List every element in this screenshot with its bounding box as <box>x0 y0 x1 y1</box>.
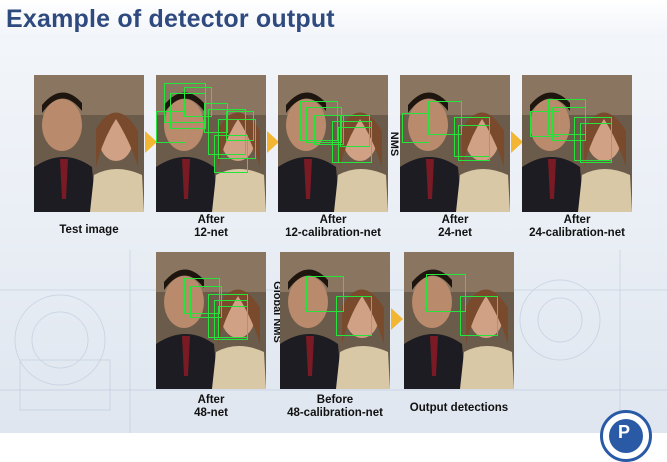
detection-box <box>336 296 372 336</box>
slide-title: Example of detector output <box>6 5 335 33</box>
arrow-right-icon <box>511 131 523 153</box>
detection-box <box>580 123 612 163</box>
detection-box <box>204 103 228 133</box>
detection-box <box>552 107 586 141</box>
photo-after-48-net <box>156 252 266 389</box>
arrow-right-icon <box>267 131 279 153</box>
caption-after-48-net: After 48-net <box>194 394 228 419</box>
title-band <box>0 0 667 38</box>
arrow-right-icon <box>391 308 403 330</box>
detection-box <box>458 125 490 161</box>
detection-box <box>314 115 344 145</box>
detection-box <box>340 115 370 147</box>
photo-output-detections <box>404 252 514 389</box>
detection-box <box>426 274 466 312</box>
detection-box <box>214 135 248 173</box>
detection-box <box>218 306 248 338</box>
caption-after-24-calibration-net: After 24-calibration-net <box>529 214 625 239</box>
caption-after-12-net: After 12-net <box>194 214 228 239</box>
university-logo-icon: P <box>600 410 652 462</box>
detection-box <box>338 127 372 163</box>
detection-box <box>530 111 560 137</box>
photo-test-image <box>34 75 144 212</box>
arrow-right-icon <box>145 131 157 153</box>
detection-box <box>156 111 186 143</box>
photo-after-24-calibration-net <box>522 75 632 212</box>
detection-box <box>428 101 462 135</box>
caption-after-24-net: After 24-net <box>438 214 472 239</box>
caption-after-12-calibration-net: After 12-calibration-net <box>285 214 381 239</box>
photo-before-48-calibration-net <box>280 252 390 389</box>
detection-box <box>184 278 220 314</box>
photo-after-24-net <box>400 75 510 212</box>
detection-box <box>306 107 342 143</box>
caption-before-48-calibration-net: Before 48-calibration-net <box>287 394 383 419</box>
detection-box <box>402 113 430 143</box>
detection-box <box>184 87 212 117</box>
detection-box <box>190 286 222 318</box>
detection-box <box>218 119 256 159</box>
photo-after-12-calibration-net <box>278 75 388 212</box>
nms-label: NMS <box>388 131 401 157</box>
caption-test-image: Test image <box>59 224 119 236</box>
caption-output-detections: Output detections <box>409 402 509 414</box>
detection-box <box>460 296 498 336</box>
photo-after-12-net <box>156 75 266 212</box>
detection-box <box>226 111 254 141</box>
detection-box <box>306 276 344 312</box>
